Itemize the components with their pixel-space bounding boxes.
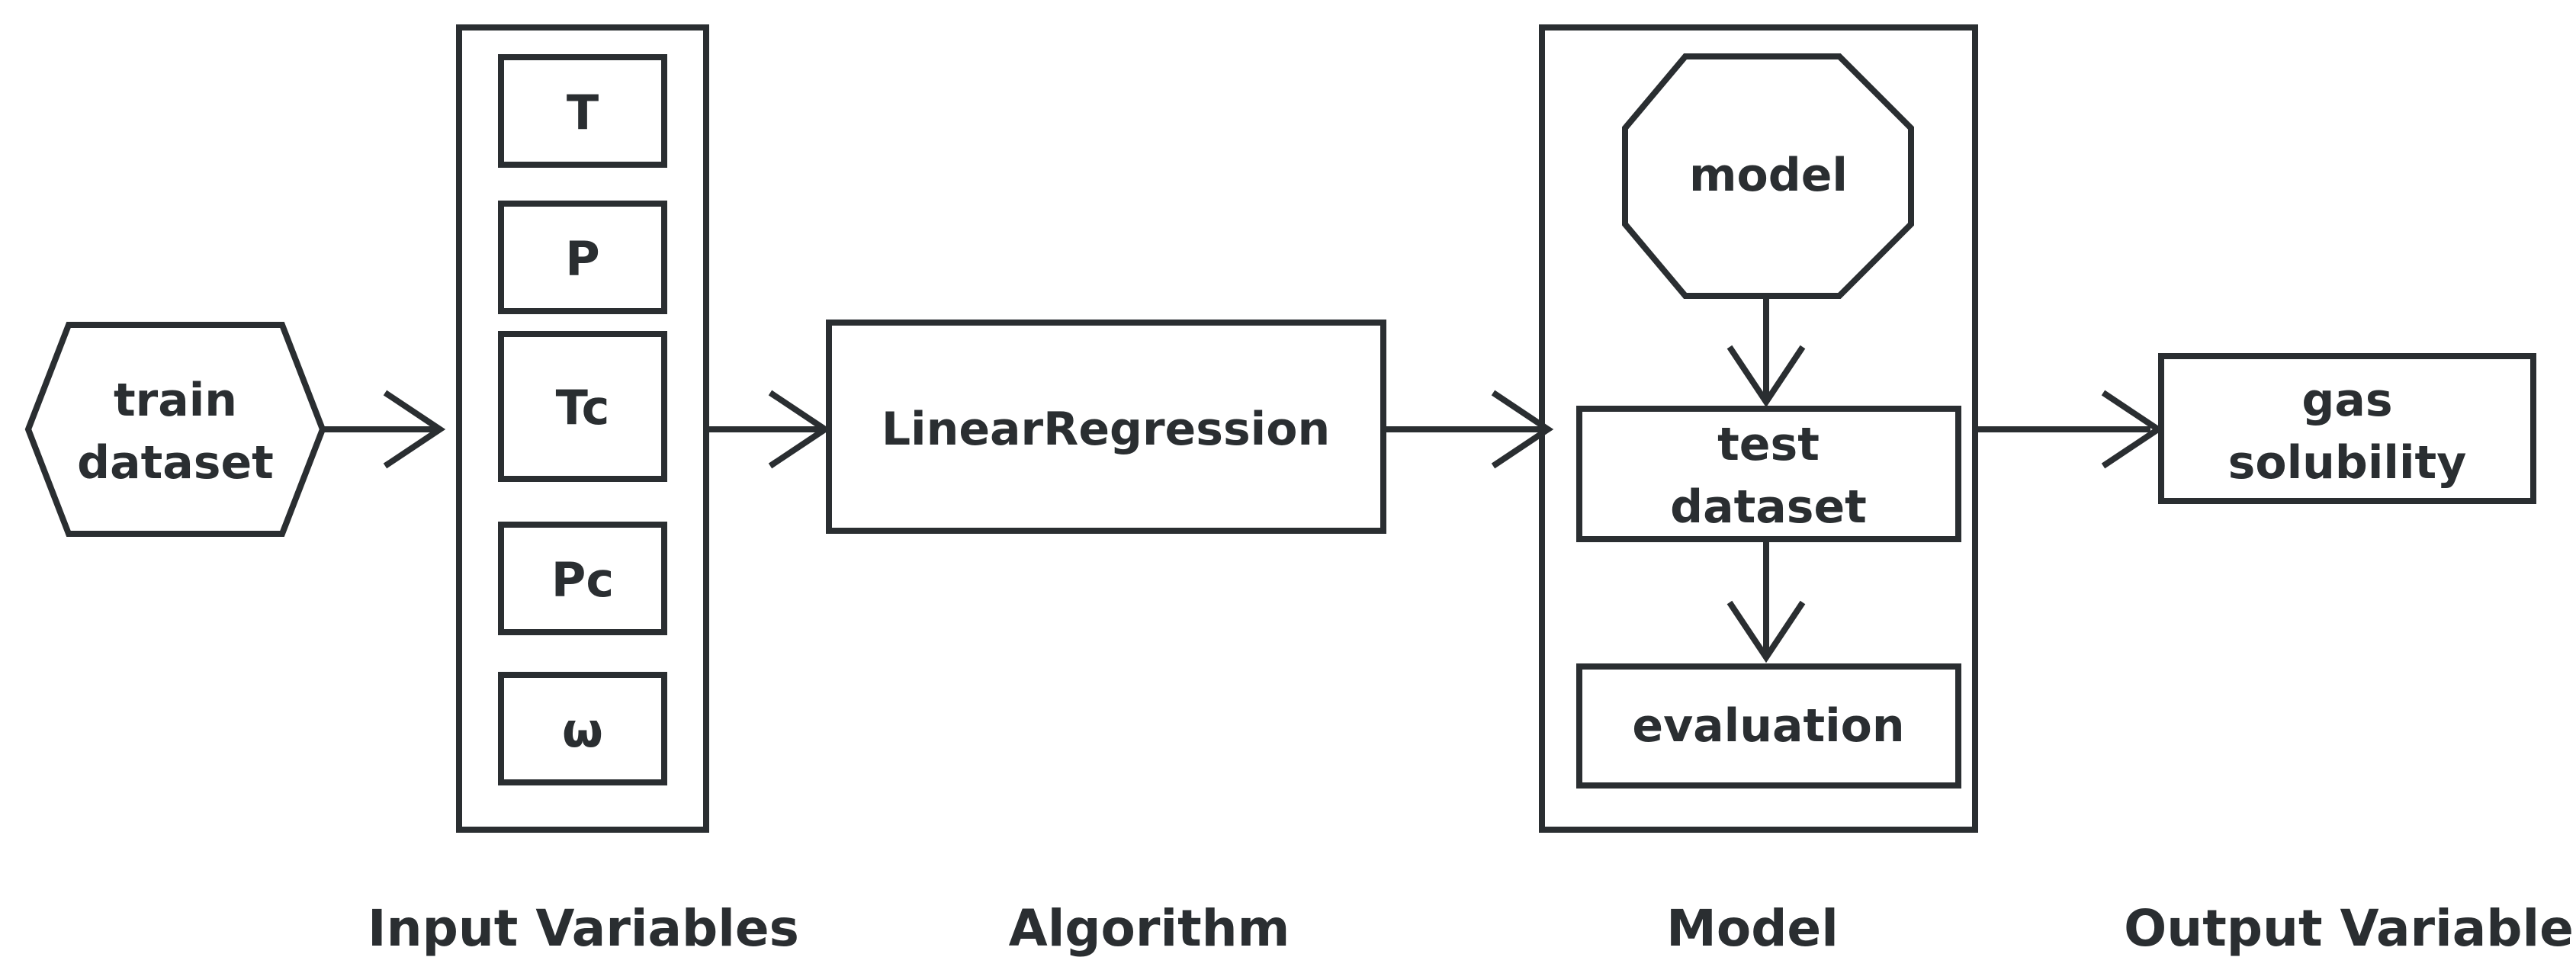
input-variables-group: T P Tc Pc ω: [456, 24, 709, 833]
train-dataset-node: train dataset: [24, 322, 326, 537]
evaluation-box: [1576, 663, 1961, 789]
test-dataset-label-line2: dataset: [1670, 480, 1867, 534]
model-node: model: [1622, 53, 1914, 299]
arrow-test-to-evaluation: [1726, 539, 1806, 663]
input-variable-T: T: [498, 54, 667, 168]
caption-output-variable: Output Variable: [2124, 899, 2574, 958]
output-box: [2158, 353, 2536, 504]
arrow-model-to-test: [1726, 296, 1806, 408]
input-variable-P: P: [498, 201, 667, 314]
input-variable-Tc: Tc: [498, 331, 667, 482]
model-label: model: [1689, 149, 1848, 202]
input-variable-label: ω: [562, 702, 603, 758]
input-variable-label: T: [567, 85, 599, 140]
model-octagon: [1622, 53, 1914, 299]
arrow-model-to-output: [1975, 390, 2164, 469]
caption-model: Model: [1666, 899, 1839, 958]
arrow-algorithm-to-model: [1383, 390, 1554, 469]
arrow-inputs-to-algorithm: [706, 390, 831, 469]
input-variable-Pc: Pc: [498, 522, 667, 635]
algorithm-label: LinearRegression: [882, 403, 1330, 456]
input-variable-label: P: [565, 231, 599, 287]
algorithm-node: LinearRegression: [826, 320, 1386, 534]
input-variable-omega: ω: [498, 672, 667, 785]
train-dataset-label-line1: train: [114, 374, 237, 427]
input-variable-label: Tc: [556, 380, 610, 435]
evaluation-label: evaluation: [1632, 699, 1904, 753]
test-dataset-box: [1576, 406, 1961, 542]
output-label-line2: solubility: [2228, 436, 2467, 490]
output-label-line1: gas: [2301, 374, 2392, 427]
model-group: model test dataset evaluation: [1539, 24, 1978, 833]
test-dataset-node: test dataset: [1576, 406, 1961, 542]
input-variable-label: Pc: [551, 552, 614, 608]
evaluation-node: evaluation: [1576, 663, 1961, 789]
test-dataset-label-line1: test: [1717, 418, 1820, 471]
output-node: gas solubility: [2158, 353, 2536, 504]
algorithm-box: [826, 320, 1386, 534]
arrow-train-to-inputs: [323, 390, 446, 469]
train-dataset-label-line2: dataset: [77, 436, 274, 490]
caption-algorithm: Algorithm: [1009, 899, 1290, 958]
caption-input-variables: Input Variables: [368, 899, 799, 958]
train-dataset-hexagon: [24, 322, 326, 537]
